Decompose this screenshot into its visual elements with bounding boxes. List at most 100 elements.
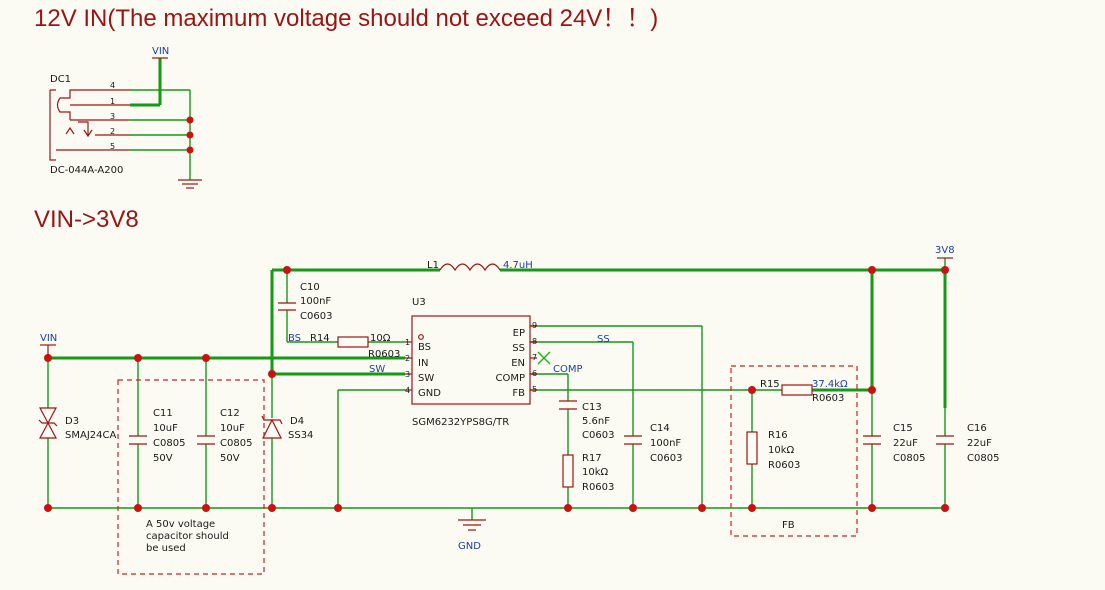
connector-barrel bbox=[56, 89, 110, 120]
c10-pkg: C0603 bbox=[300, 311, 332, 322]
r15-ref: R15 bbox=[760, 379, 780, 390]
c14-pkg: C0603 bbox=[650, 453, 682, 464]
u3-pin-6-num: 6 bbox=[532, 369, 537, 378]
vin-port-left[interactable]: VIN bbox=[40, 333, 57, 358]
r14-value: 10Ω bbox=[370, 333, 391, 344]
r16-value: 10kΩ bbox=[768, 445, 795, 456]
u3-pin-3-num: 3 bbox=[405, 370, 410, 379]
cap-note-line-3: be used bbox=[146, 543, 186, 554]
c13-pkg: C0603 bbox=[582, 430, 614, 441]
resistor-r15[interactable]: R15 37.4kΩ R0603 bbox=[760, 379, 848, 404]
c12-pkg: C0805 bbox=[220, 438, 252, 449]
u3-pin-1-num: 1 bbox=[405, 338, 410, 347]
c10-value: 100nF bbox=[300, 296, 331, 307]
c14-value: 100nF bbox=[650, 438, 681, 449]
u3-pin-ep-name: EP bbox=[513, 328, 525, 339]
capacitor-c15[interactable]: C15 22uF C0805 bbox=[863, 423, 925, 464]
u3-pin-en-name: EN bbox=[511, 358, 525, 369]
r15-pkg: R0603 bbox=[812, 393, 844, 404]
u3-part: SGM6232YPS8G/TR bbox=[412, 417, 509, 428]
d3-ref: D3 bbox=[65, 416, 79, 427]
capacitor-c12[interactable]: C12 10uF C0805 50V bbox=[197, 408, 252, 464]
u3-pin-bs-name: BS bbox=[418, 342, 431, 353]
ground-symbol-dc1 bbox=[178, 179, 202, 189]
ground-symbol-main[interactable]: GND bbox=[458, 519, 486, 552]
r17-pkg: R0603 bbox=[582, 482, 614, 493]
cap-note-box: A 50v voltage capacitor should be used bbox=[117, 379, 265, 575]
r15-value: 37.4kΩ bbox=[812, 379, 848, 390]
dc1-pin-1: 1 bbox=[110, 97, 115, 106]
r16-pkg: R0603 bbox=[768, 460, 800, 471]
capacitor-c10[interactable]: C10 100nF C0603 bbox=[278, 282, 332, 322]
u3-pin-2-num: 2 bbox=[405, 354, 410, 363]
c16-pkg: C0805 bbox=[967, 453, 999, 464]
c15-ref: C15 bbox=[893, 423, 913, 434]
r14-ref: R14 bbox=[310, 333, 330, 344]
c12-value: 10uF bbox=[220, 423, 245, 434]
inductor-l1[interactable]: L1 4.7uH bbox=[427, 260, 533, 272]
capacitor-c14[interactable]: C14 100nF C0603 bbox=[624, 423, 682, 464]
u3-pin-8-num: 8 bbox=[532, 337, 537, 346]
capacitor-c16[interactable]: C16 22uF C0805 bbox=[936, 423, 999, 464]
schottky-diode-d4[interactable]: D4 SS34 bbox=[261, 415, 313, 441]
resistor-r17[interactable]: R17 10kΩ R0603 bbox=[562, 453, 614, 493]
c12-ref: C12 bbox=[220, 408, 240, 419]
l1-value: 4.7uH bbox=[503, 260, 533, 271]
cap-note-line-2: capacitor should bbox=[146, 531, 229, 542]
net-label-sw: SW bbox=[369, 364, 385, 375]
no-connect-marker-en bbox=[537, 351, 551, 365]
net-label-ss: SS bbox=[597, 334, 610, 345]
resistor-r16[interactable]: R16 10kΩ R0603 bbox=[746, 430, 800, 471]
c13-ref: C13 bbox=[582, 402, 602, 413]
tvs-diode-d3[interactable]: D3 SMAJ24CA bbox=[38, 407, 116, 441]
c11-ref: C11 bbox=[153, 408, 173, 419]
c16-ref: C16 bbox=[967, 423, 987, 434]
u3-pin-fb-name: FB bbox=[512, 388, 525, 399]
connector-arrow bbox=[83, 129, 93, 138]
d4-value: SS34 bbox=[288, 430, 313, 441]
u3-pin-gnd-name: GND bbox=[418, 388, 441, 399]
dc1-pin-3: 3 bbox=[110, 112, 115, 121]
output-port-3v8[interactable]: 3V8 bbox=[935, 245, 955, 259]
resistor-r14[interactable]: R14 10Ω R0603 bbox=[310, 333, 400, 360]
output-3v8-label: 3V8 bbox=[935, 245, 955, 256]
l1-ref: L1 bbox=[427, 260, 439, 271]
dc1-pin-5: 5 bbox=[110, 142, 115, 151]
fb-box: FB bbox=[730, 365, 858, 537]
ic-u3[interactable]: U3 SGM6232YPS8G/TR BS IN SW GND 1 2 3 4 … bbox=[405, 297, 537, 428]
vin-port-top[interactable]: VIN bbox=[152, 46, 169, 59]
d4-ref: D4 bbox=[290, 416, 304, 427]
c15-value: 22uF bbox=[893, 438, 918, 449]
input-section-heading: 12V IN(The maximum voltage should not ex… bbox=[34, 5, 659, 32]
c11-value: 10uF bbox=[153, 423, 178, 434]
capacitor-c11[interactable]: C11 10uF C0805 50V bbox=[129, 408, 185, 464]
net-label-bs: BS bbox=[288, 333, 301, 344]
connector-dc1[interactable]: DC1 DC-044A-A200 4 1 3 2 5 bbox=[49, 74, 130, 176]
r17-ref: R17 bbox=[582, 453, 602, 464]
u3-ref: U3 bbox=[412, 297, 426, 308]
net-label-comp: COMP bbox=[553, 364, 583, 375]
main-wires bbox=[47, 258, 947, 520]
connector-contact bbox=[78, 121, 89, 136]
c12-rating: 50V bbox=[220, 453, 240, 464]
d3-value: SMAJ24CA bbox=[65, 430, 116, 441]
u3-pin-9-num: 9 bbox=[532, 321, 537, 330]
dc1-pin-4: 4 bbox=[110, 81, 115, 90]
c13-value: 5.6nF bbox=[582, 416, 610, 427]
connector-spring bbox=[65, 126, 75, 135]
c11-rating: 50V bbox=[153, 453, 173, 464]
cap-note-line-1: A 50v voltage bbox=[146, 519, 215, 530]
r16-ref: R16 bbox=[768, 430, 788, 441]
c15-pkg: C0805 bbox=[893, 453, 925, 464]
dc1-part: DC-044A-A200 bbox=[50, 165, 123, 176]
converter-section-heading: VIN->3V8 bbox=[34, 206, 139, 233]
fb-box-label: FB bbox=[782, 520, 795, 531]
r17-value: 10kΩ bbox=[582, 467, 609, 478]
u3-pin-4-num: 4 bbox=[405, 386, 410, 395]
capacitor-c13[interactable]: C13 5.6nF C0603 bbox=[559, 400, 614, 441]
dc1-pin-2: 2 bbox=[110, 127, 115, 136]
vin-top-label: VIN bbox=[152, 46, 169, 57]
u3-pin-sw-name: SW bbox=[418, 373, 434, 384]
u3-pin-in-name: IN bbox=[418, 358, 428, 369]
